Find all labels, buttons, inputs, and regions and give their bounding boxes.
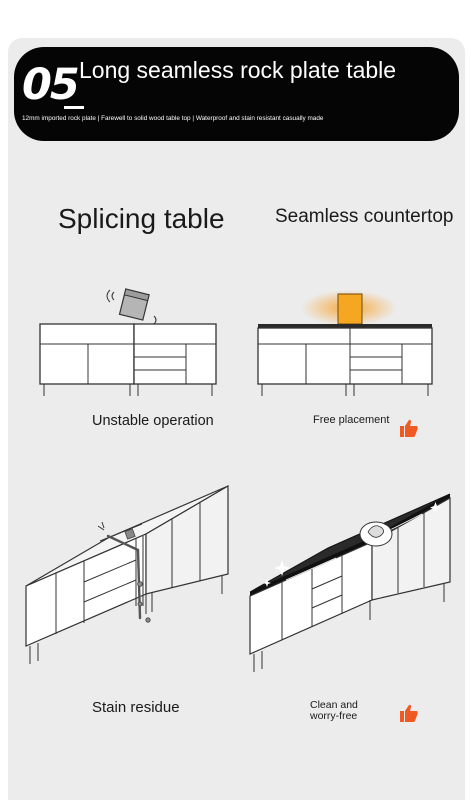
spliced-cabinets-illustration (39, 288, 217, 396)
section-number-underline (64, 106, 84, 109)
seamless-countertop-heading: Seamless countertop (275, 206, 454, 227)
clean-caption-line1: Clean and (310, 699, 358, 711)
banner-title: Long seamless rock plate table (79, 57, 397, 83)
unstable-operation-caption: Unstable operation (92, 413, 214, 429)
banner-subtitle: 12mm imported rock plate | Farewell to s… (22, 115, 324, 122)
clean-caption: Clean and worry-free (310, 700, 380, 722)
wipe-hand-icon (359, 521, 393, 547)
splicing-table-heading: Splicing table (58, 203, 225, 234)
seamless-cabinet-illustration (257, 290, 433, 396)
section-banner (14, 47, 459, 141)
stain-residue-caption: Stain residue (92, 699, 180, 716)
box-icon (118, 288, 150, 321)
content-panel (8, 38, 465, 800)
clean-caption-line2: worry-free (310, 710, 358, 722)
section-number: 05 (22, 60, 80, 110)
clean-countertop-illustration (249, 493, 451, 672)
thumbs-up-icon (400, 704, 418, 722)
free-placement-caption: Free placement (313, 414, 390, 426)
thumbs-up-icon (400, 419, 418, 437)
stained-splice-illustration (25, 484, 229, 664)
